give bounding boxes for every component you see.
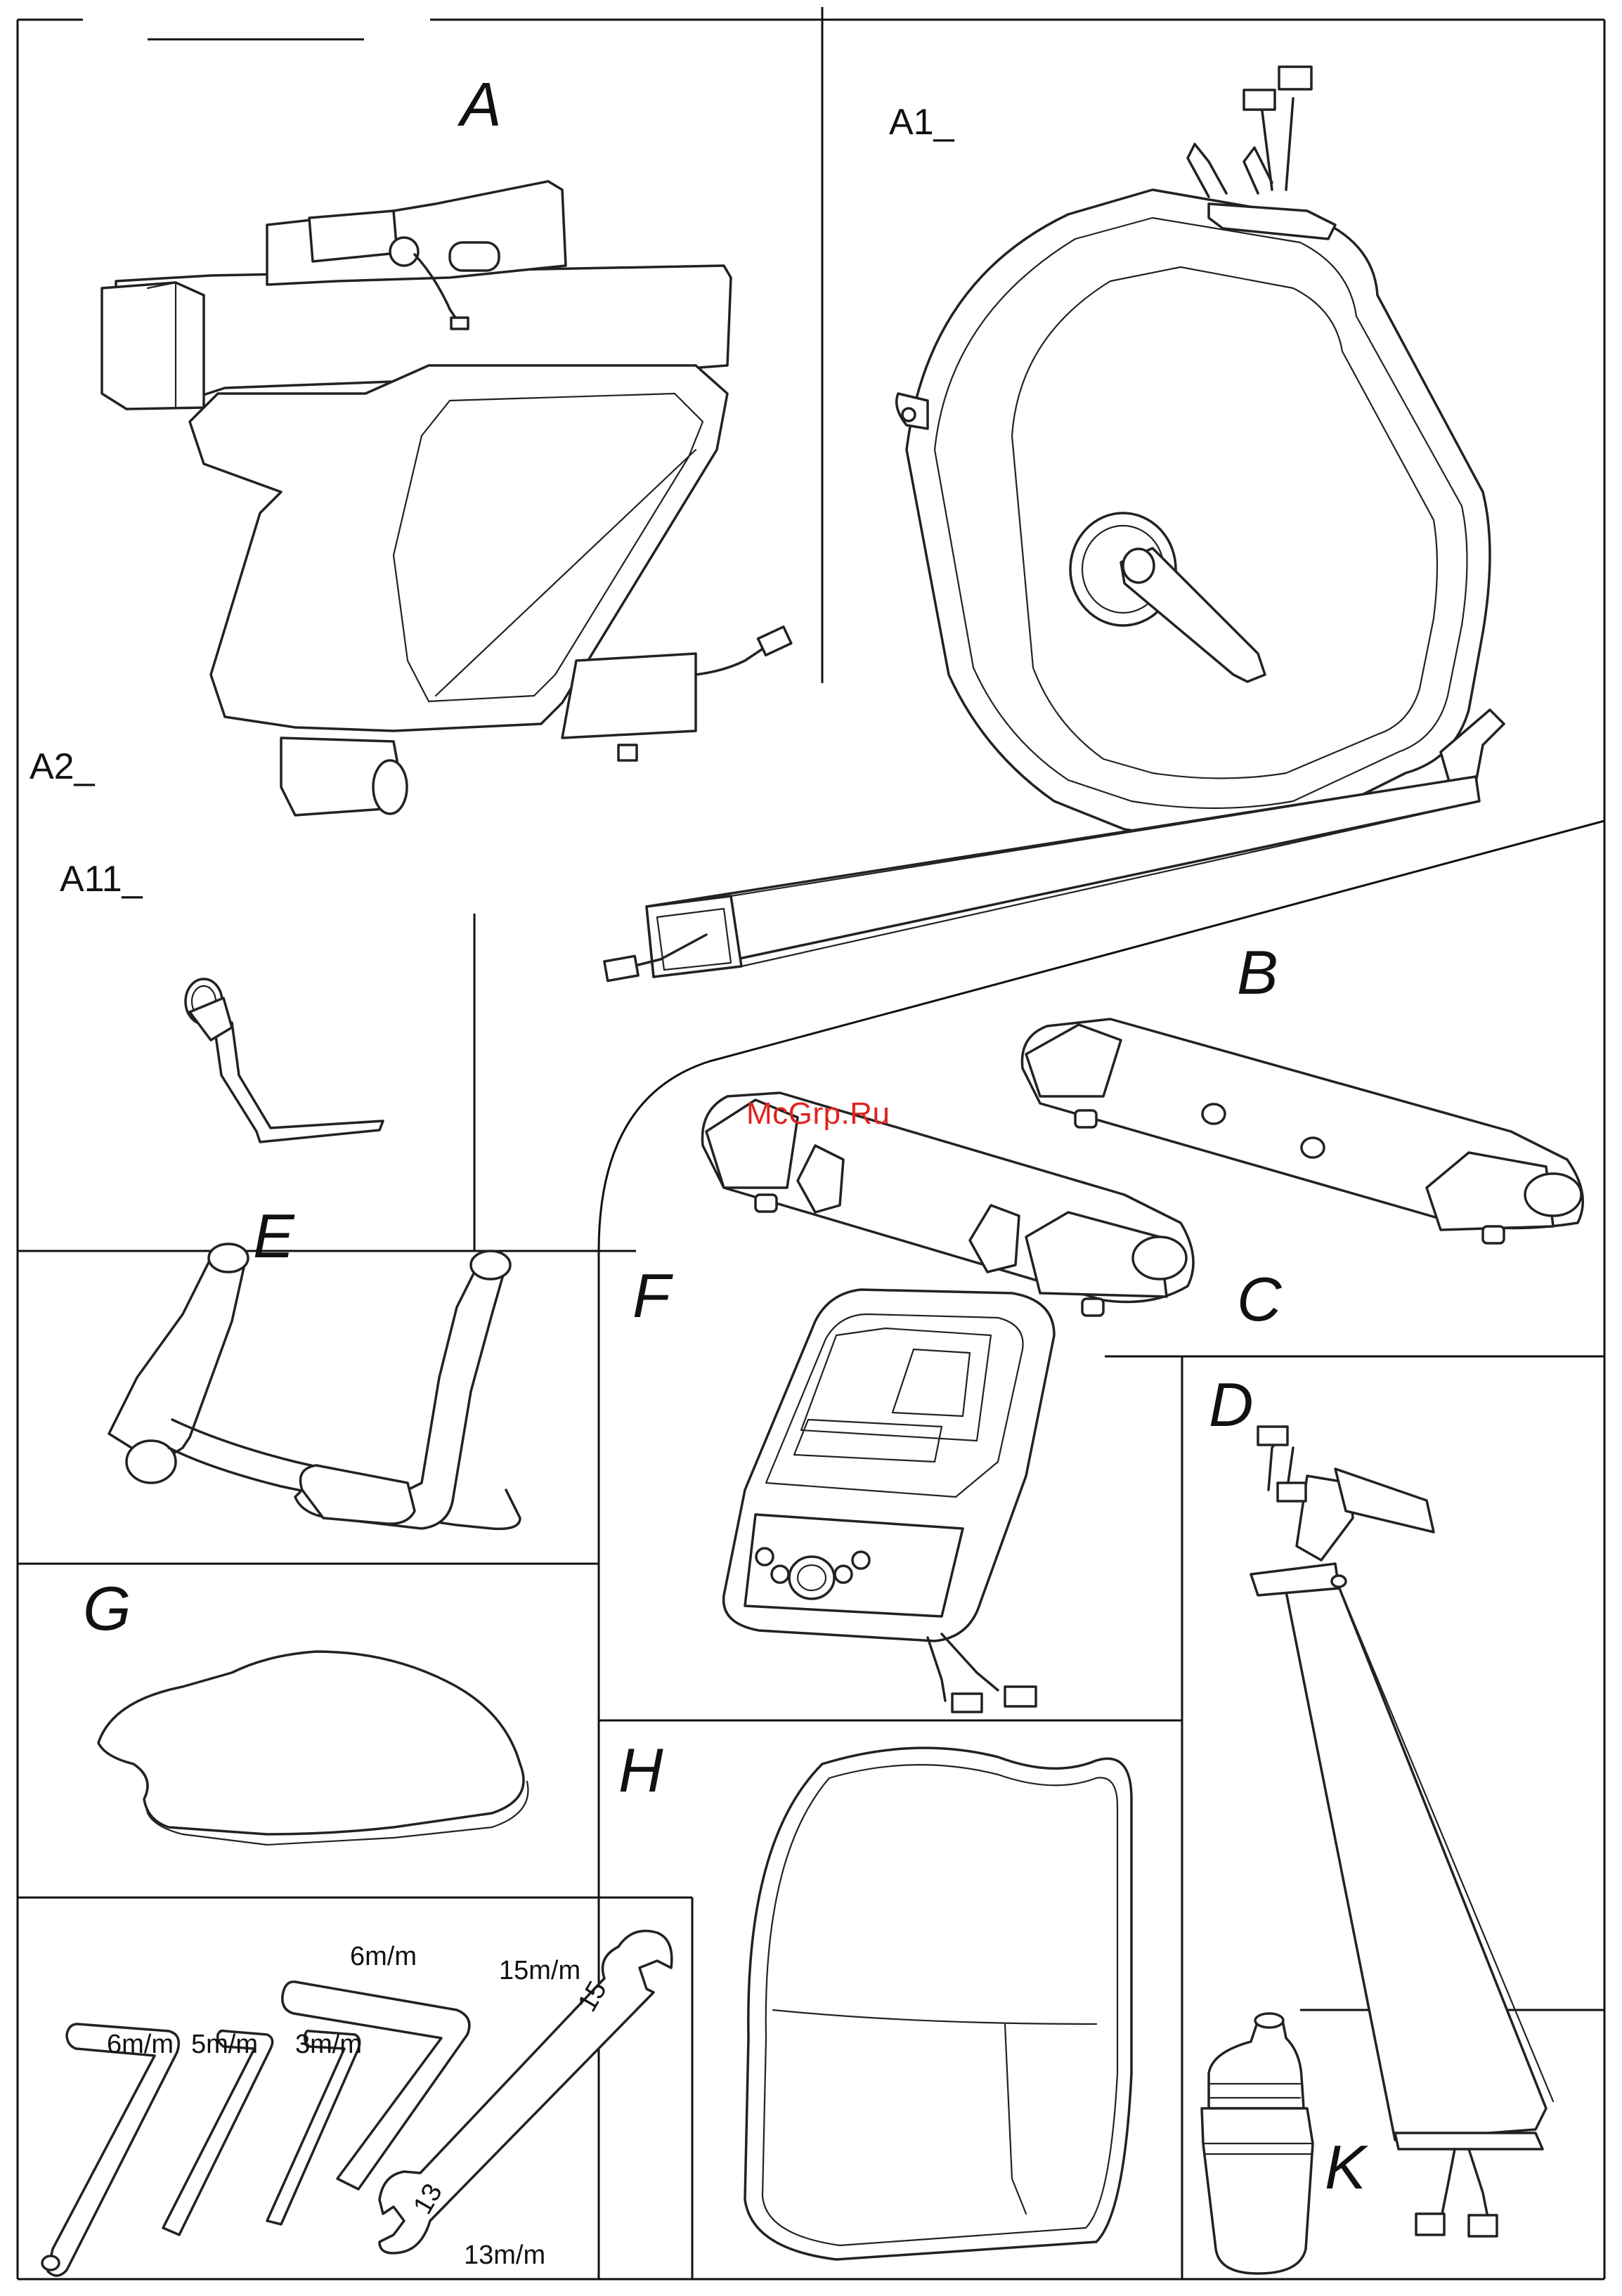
label-part-d: D: [1209, 1374, 1254, 1436]
part-g-seat: [98, 1652, 528, 1845]
part-f-console: [724, 1290, 1054, 1712]
tool-hex-key-3mm: [267, 2031, 360, 2224]
label-part-h: H: [618, 1739, 663, 1801]
label-part-c: C: [1237, 1269, 1282, 1330]
label-hex-3mm: 3m/m: [295, 2031, 362, 2058]
label-wrench-13mm: 13m/m: [464, 2242, 545, 2269]
part-a-rear-frame: [102, 181, 791, 815]
label-hex-5mm: 5m/m: [191, 2031, 258, 2058]
label-part-a11: A11_: [60, 861, 143, 897]
label-wrench-15mm: 15m/m: [499, 1957, 580, 1984]
label-hex-6mm: 6m/m: [107, 2031, 174, 2058]
label-part-f: F: [632, 1265, 670, 1327]
label-part-g: G: [83, 1578, 131, 1640]
tool-hex-key-6mm: [42, 2024, 179, 2276]
part-a1-main-frame: [604, 67, 1504, 981]
part-k-water-bottle: [1202, 2013, 1313, 2274]
tool-hex-key-5mm: [163, 2031, 273, 2235]
label-part-a: A: [460, 74, 502, 136]
label-part-e: E: [253, 1205, 294, 1267]
part-e-handlebar: [109, 1244, 520, 1529]
label-hex-6mm-long: 6m/m: [350, 1943, 417, 1970]
label-part-a1: A1_: [889, 104, 954, 141]
label-part-k: K: [1325, 2136, 1366, 2198]
watermark: McGrp.Ru: [746, 1096, 890, 1131]
label-part-a2: A2_: [30, 748, 95, 785]
part-h-backrest: [745, 1748, 1131, 2259]
part-a11-pin: [186, 979, 383, 1142]
label-part-b: B: [1237, 942, 1278, 1004]
